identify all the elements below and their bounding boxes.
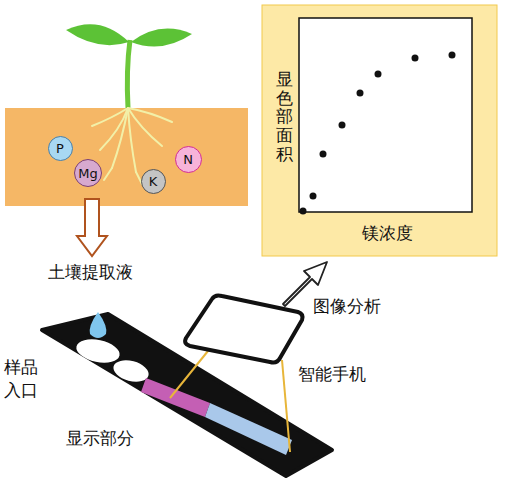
smartphone	[170, 295, 303, 452]
down-arrow	[77, 199, 107, 256]
part-label: 显示部分	[66, 428, 134, 448]
element-symbol: P	[56, 142, 64, 155]
data-points	[300, 52, 456, 215]
plot-frame	[299, 18, 472, 212]
sample-drop	[90, 312, 107, 338]
nutrient-circle: N	[175, 146, 202, 173]
element-symbol: K	[149, 175, 158, 188]
nutrient-circle: P	[48, 136, 73, 161]
nutrient-circle: Mg	[74, 159, 102, 187]
element-symbol: Mg	[78, 167, 97, 180]
soil-block	[5, 108, 248, 206]
process-label: 图像分析	[313, 296, 381, 316]
element-symbol: N	[183, 153, 193, 166]
chart-panel	[262, 5, 497, 256]
axis-title: 镁浓度	[362, 223, 413, 243]
nutrient-circle: K	[141, 169, 166, 194]
axis-title: 显色部面积	[276, 70, 293, 163]
part-label: 智能手机	[298, 364, 366, 384]
part-label: 样品 入口	[4, 356, 43, 402]
caption-label: 土壤提取液	[48, 262, 133, 282]
